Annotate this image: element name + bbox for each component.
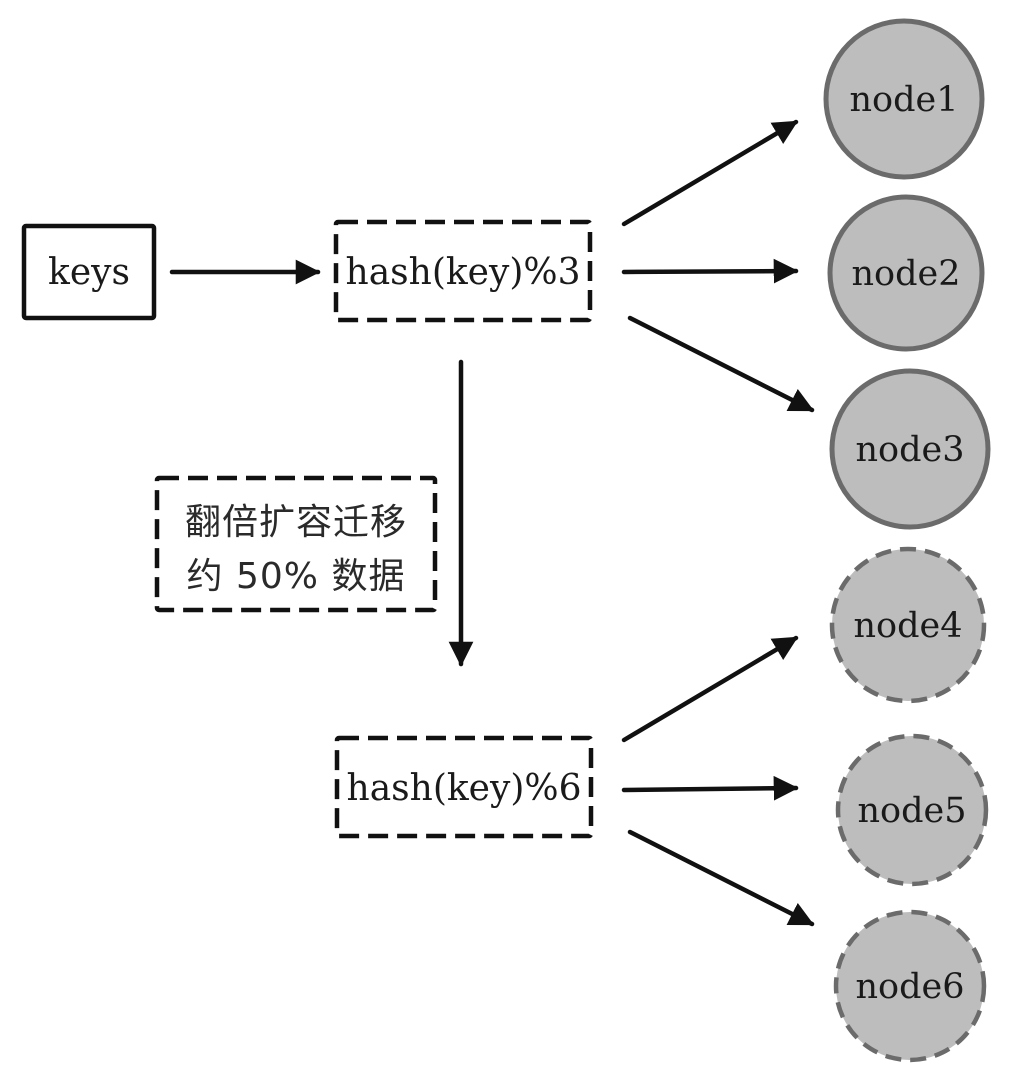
node3: node3	[829, 368, 991, 530]
node6-circle	[833, 909, 987, 1063]
hash-mod6-box: hash(key)%6	[334, 735, 594, 839]
node1: node1	[823, 18, 985, 180]
edge-hash3-to-node2	[621, 258, 799, 284]
migration-note-box: 翻倍扩容迁移 约 50% 数据	[154, 475, 438, 613]
node1-label: node1	[850, 80, 959, 120]
migration-note-line2: 约 50% 数据	[187, 556, 406, 597]
edge-hash3-to-node3	[627, 315, 815, 413]
node6-label: node6	[856, 967, 965, 1007]
migration-note-border	[154, 475, 438, 613]
node3-circle	[829, 368, 991, 530]
node5-circle	[835, 733, 989, 887]
node1-circle	[823, 18, 985, 180]
hash-mod6-box-border	[334, 735, 594, 839]
node5: node5	[835, 733, 989, 887]
node4-circle	[829, 546, 987, 704]
node5-label: node5	[858, 791, 967, 831]
node2-circle	[827, 194, 985, 352]
edge-hash6-to-node6	[627, 829, 815, 927]
hash-mod6-label: hash(key)%6	[347, 768, 582, 809]
keys-box-border	[21, 223, 157, 321]
node2-label: node2	[852, 254, 961, 294]
migration-note-line1: 翻倍扩容迁移	[185, 502, 407, 543]
edge-hash3-to-node1	[621, 119, 799, 227]
hash-mod3-box-border	[333, 219, 593, 323]
edge-hash6-to-node5	[621, 775, 799, 801]
hash-mod3-label: hash(key)%3	[346, 252, 581, 293]
keys-label: keys	[48, 252, 130, 293]
hash-mod3-box: hash(key)%3	[333, 219, 593, 323]
node6: node6	[833, 909, 987, 1063]
keys-box: keys	[21, 223, 157, 321]
edge-hash6-to-node4	[621, 635, 799, 743]
node2: node2	[827, 194, 985, 352]
node4: node4	[829, 546, 987, 704]
node3-label: node3	[856, 430, 965, 470]
node4-label: node4	[854, 606, 963, 646]
